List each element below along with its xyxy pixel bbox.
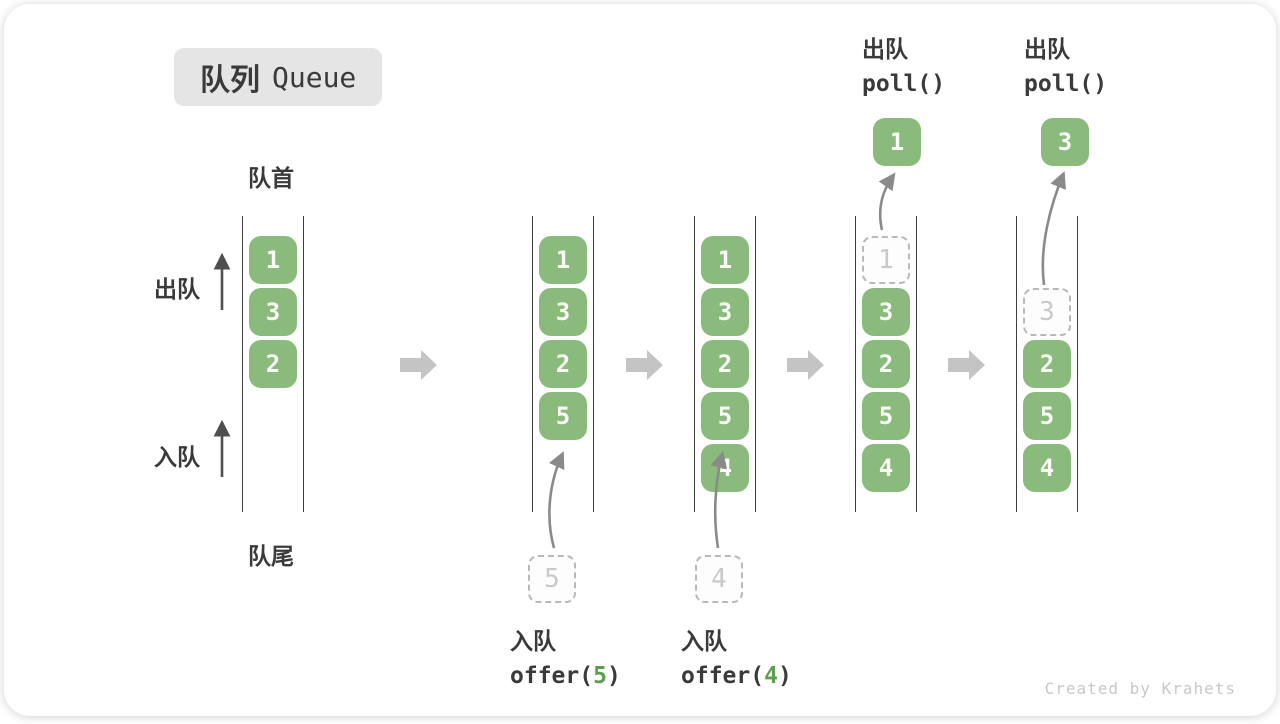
poll2-caption: 出队 poll() [1024,30,1107,97]
queue-item: 2 [249,340,297,388]
incoming-item: 4 [695,555,743,603]
dequeued-item: 1 [873,118,921,166]
flow-arrow-icon [400,350,437,380]
queue-item: 2 [539,340,587,388]
flow-arrow-icon [948,350,985,380]
queue-item: 5 [539,392,587,440]
flow-arrow-icon [626,350,663,380]
incoming-item: 5 [528,555,576,603]
offer4-caption: 入队 offer(4) [681,622,792,689]
queue-item: 3 [539,288,587,336]
enqueue-side-label: 入队 [154,444,200,470]
queue-front-label: 队首 [248,165,294,191]
poll1-zh-label: 出队 [862,36,908,62]
queue-item: 2 [862,340,910,388]
queue-item-ghost: 3 [1023,288,1071,336]
offer4-zh-label: 入队 [681,628,727,654]
queue-item: 4 [1023,444,1071,492]
poll1-caption: 出队 poll() [862,30,945,97]
offer5-zh-label: 入队 [510,628,556,654]
queue-state-1: 1 3 2 [242,216,304,512]
queue-state-5: 3 2 5 4 [1016,216,1078,512]
offer4-code: offer(4) [681,663,792,689]
queue-item: 3 [701,288,749,336]
queue-item: 2 [701,340,749,388]
queue-item: 3 [862,288,910,336]
queue-state-2: 1 3 2 5 [532,216,594,512]
dequeue-side-label: 出队 [154,276,200,302]
queue-rear-label: 队尾 [248,543,294,569]
queue-item: 4 [862,444,910,492]
queue-item-ghost: 1 [862,236,910,284]
queue-item: 1 [539,236,587,284]
queue-item: 3 [249,288,297,336]
queue-state-4: 1 3 2 5 4 [855,216,917,512]
poll2-zh-label: 出队 [1024,36,1070,62]
queue-item: 5 [1023,392,1071,440]
queue-item: 5 [862,392,910,440]
queue-state-3: 1 3 2 5 4 [694,216,756,512]
credit-text: Created by Krahets [1044,679,1236,698]
flow-arrow-icon [787,350,824,380]
poll1-code: poll() [862,71,946,97]
offer4-arg: 4 [764,663,778,689]
queue-item: 1 [249,236,297,284]
queue-item: 4 [701,444,749,492]
queue-item: 5 [701,392,749,440]
offer5-code: offer(5) [510,663,621,689]
title-zh: 队列 [200,64,260,97]
queue-item: 1 [701,236,749,284]
queue-item: 2 [1023,340,1071,388]
dequeued-item: 3 [1041,118,1089,166]
offer5-arg: 5 [593,663,607,689]
offer5-caption: 入队 offer(5) [510,622,621,689]
diagram-canvas: 队列 Queue 队首 队尾 出队 入队 1 3 2 1 3 2 5 1 3 2… [4,4,1276,716]
poll2-code: poll() [1024,71,1108,97]
title-en: Queue [272,60,357,94]
title-badge: 队列 Queue [174,48,383,106]
